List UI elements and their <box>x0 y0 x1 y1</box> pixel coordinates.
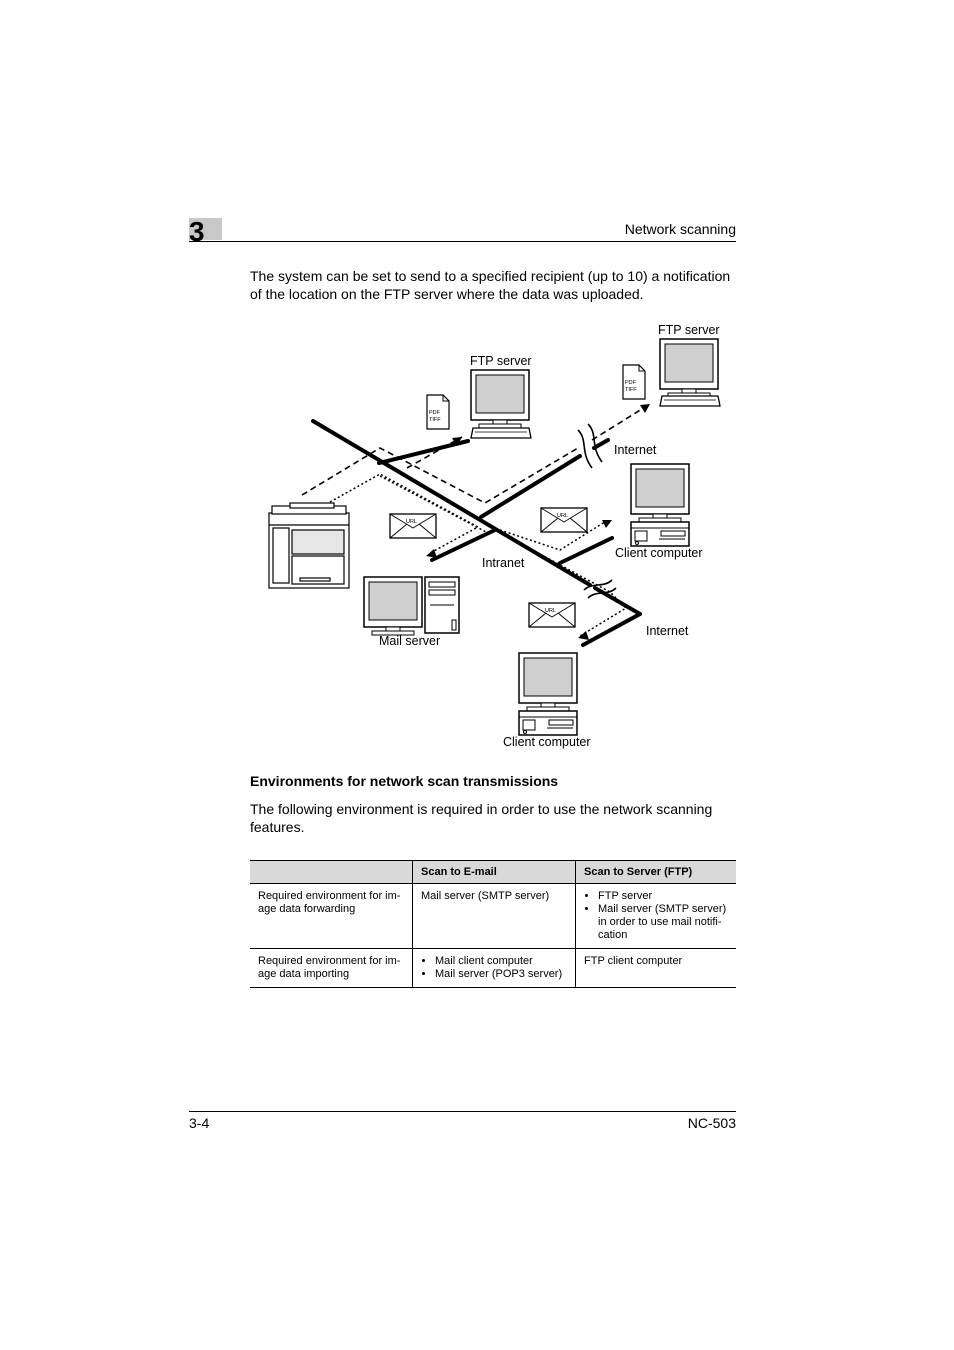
label-ftp-server-1: FTP server <box>470 354 532 368</box>
mail-branch <box>430 528 497 562</box>
backbone-tail <box>593 586 642 616</box>
pdf-tiff-doc-2: PDF TIFF <box>622 364 646 400</box>
ftp-branch <box>377 439 470 465</box>
internet-branch-1 <box>479 454 582 519</box>
envelope-2-text: URL <box>557 513 568 519</box>
envelope-2: URL <box>540 507 588 533</box>
label-client-computer-2: Client computer <box>503 735 591 749</box>
section-heading: Environments for network scan transmissi… <box>250 773 559 789</box>
pdf-tiff-doc-1: PDF TIFF <box>426 394 450 430</box>
email-list: Mail client computer Mail server (POP3 s… <box>421 955 567 981</box>
page-number: 3-4 <box>189 1115 210 1131</box>
table-header-row: Scan to E-mail Scan to Server (FTP) <box>250 860 736 884</box>
mfp-device <box>268 502 350 589</box>
email-cell: Mail client computer Mail server (POP3 s… <box>412 948 576 988</box>
envelope-3: URL <box>528 602 576 628</box>
label-mail-server: Mail server <box>379 634 440 648</box>
doc-2-line-1: PDF <box>625 380 637 386</box>
label-internet-2: Internet <box>646 624 689 638</box>
footer-rule <box>189 1111 736 1112</box>
intranet-backbone <box>311 419 592 587</box>
header-cell-blank <box>250 860 413 884</box>
header-cell-email: Scan to E-mail <box>412 860 576 884</box>
ftp-list: FTP server Mail server (SMTP server) in … <box>584 890 728 942</box>
ftp-server-1 <box>470 369 532 439</box>
environment-table: Scan to E-mail Scan to Server (FTP) Requ… <box>250 860 736 988</box>
arrowheads <box>426 404 650 640</box>
dotted-paths <box>329 473 628 637</box>
label-intranet: Intranet <box>482 556 525 570</box>
dashed-paths <box>301 403 651 504</box>
list-item: Mail server (POP3 server) <box>435 968 567 981</box>
list-item: FTP server <box>598 890 728 903</box>
doc-1-line-1: PDF <box>429 410 441 416</box>
list-item: Mail server (SMTP server) in order to us… <box>598 903 728 942</box>
header-title: Network scanning <box>624 221 736 237</box>
table-row: Required environment for im-age data for… <box>250 883 736 949</box>
ftp-cell: FTP client computer <box>575 948 736 988</box>
ftp-server-2 <box>659 338 721 407</box>
internet-branch-2 <box>581 612 642 647</box>
client-branch <box>558 536 614 565</box>
header-rule <box>189 241 736 242</box>
row-label: Required environment for im-age data for… <box>250 883 413 949</box>
network-lines <box>311 419 642 647</box>
email-cell: Mail server (SMTP server) <box>412 883 576 949</box>
label-client-computer-1: Client computer <box>615 546 703 560</box>
envelope-1-text: URL <box>406 519 417 525</box>
envelope-1: URL <box>389 513 437 539</box>
label-ftp-server-2: FTP server <box>658 323 720 337</box>
row-label: Required environment for im-age data imp… <box>250 948 413 988</box>
client-computer-1 <box>630 463 690 547</box>
list-item: Mail client computer <box>435 955 567 968</box>
network-diagram: PDF TIFF PDF TIFF URL URL URL FTP server… <box>268 323 721 749</box>
chapter-number: 3 <box>189 216 205 247</box>
intro-paragraph: The system can be set to send to a speci… <box>250 268 731 302</box>
table-row: Required environment for im-age data imp… <box>250 948 736 988</box>
internet-branch-1-tail <box>592 438 610 450</box>
doc-2-line-2: TIFF <box>625 387 637 393</box>
doc-1-line-2: TIFF <box>429 417 441 423</box>
internet-breaks <box>577 423 617 599</box>
client-computer-2 <box>518 652 578 736</box>
label-internet-1: Internet <box>614 443 657 457</box>
envelope-3-text: URL <box>545 608 556 614</box>
mail-server-device <box>363 576 460 636</box>
ftp-cell: FTP server Mail server (SMTP server) in … <box>575 883 736 949</box>
model-name: NC-503 <box>687 1115 736 1131</box>
chapter-tab <box>189 218 222 240</box>
header-cell-ftp: Scan to Server (FTP) <box>575 860 736 884</box>
section-paragraph: The following environment is required in… <box>250 801 713 835</box>
